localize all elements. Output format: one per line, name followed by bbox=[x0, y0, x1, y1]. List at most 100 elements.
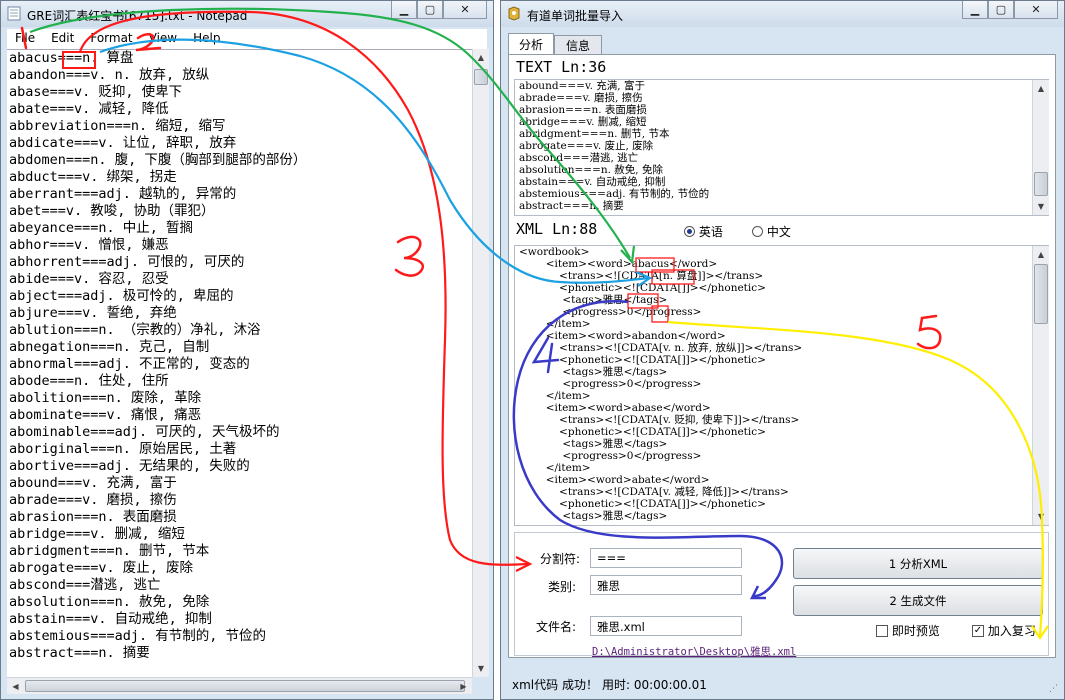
filename-field[interactable]: 雅思.xml bbox=[590, 616, 742, 636]
notepad-horizontal-scrollbar[interactable]: ◀ ▶ bbox=[7, 677, 472, 694]
text-line-count: TEXT Ln:36 bbox=[516, 58, 607, 76]
xml-line: <tags>雅思</tags> bbox=[519, 510, 668, 522]
scroll-right-icon[interactable]: ▶ bbox=[460, 681, 467, 691]
text-line: abdomen===n. 腹, 下腹（胸部到腿部的部份） bbox=[9, 152, 307, 168]
tab-analyze[interactable]: 分析 bbox=[508, 33, 554, 55]
close-button[interactable]: ✕ bbox=[1014, 1, 1058, 19]
scroll-down-icon[interactable]: ▼ bbox=[1037, 512, 1045, 521]
xml-line: </item> bbox=[519, 318, 591, 330]
checkbox-label: 即时预览 bbox=[891, 624, 940, 638]
instant-preview-checkbox[interactable]: 即时预览 bbox=[876, 622, 940, 639]
text-line: abhor===v. 憎恨, 嫌恶 bbox=[9, 237, 169, 253]
close-icon: ✕ bbox=[460, 3, 470, 16]
text-preview-scrollbar[interactable]: ▲ ▼ bbox=[1032, 80, 1049, 215]
maximize-icon: ▢ bbox=[995, 3, 1007, 16]
text-line: abduct===v. 绑架, 拐走 bbox=[9, 169, 177, 185]
tab-info[interactable]: 信息 bbox=[554, 35, 602, 55]
xml-line: <progress>0</progress> bbox=[519, 450, 702, 462]
scroll-left-icon[interactable]: ◀ bbox=[12, 681, 19, 691]
text-line: abridgment===n. 删节, 节本 bbox=[9, 543, 210, 559]
radio-label: 中文 bbox=[766, 225, 791, 239]
text-line: abdicate===v. 让位, 辞职, 放弃 bbox=[9, 135, 237, 151]
xml-line: <item><word>abase</word> bbox=[519, 402, 711, 414]
text-preview-line: abscond===潜逃, 逃亡 bbox=[519, 152, 639, 164]
xml-line: <trans><![CDATA[v. 减轻, 降低]]></trans> bbox=[519, 486, 789, 498]
output-file-path-link[interactable]: D:\Administrator\Desktop\雅思.xml bbox=[592, 646, 797, 658]
minimize-icon: ▁ bbox=[399, 3, 409, 16]
text-preview-line: absolution===n. 赦免, 免除 bbox=[519, 164, 663, 176]
xml-line: <wordbook> bbox=[519, 246, 590, 258]
menu-item-edit[interactable]: Edit bbox=[51, 31, 75, 45]
xml-line: <phonetic><![CDATA[]]></phonetic> bbox=[519, 282, 766, 294]
text-line: abject===adj. 极可怜的, 卑屈的 bbox=[9, 288, 234, 304]
text-line: abrade===v. 磨损, 擦伤 bbox=[9, 492, 177, 508]
maximize-button[interactable]: ▢ bbox=[988, 1, 1014, 19]
minimize-button[interactable]: ▁ bbox=[962, 1, 988, 19]
text-line: ablution===n. （宗教的）净礼, 沐浴 bbox=[9, 322, 261, 338]
text-line: abase===v. 贬抑, 使卑下 bbox=[9, 84, 183, 100]
separator-field[interactable]: === bbox=[590, 548, 742, 568]
category-field[interactable]: 雅思 bbox=[590, 575, 742, 595]
analyze-xml-button[interactable]: 1 分析XML bbox=[793, 548, 1043, 579]
maximize-button[interactable]: ▢ bbox=[417, 1, 443, 19]
text-line: abbreviation===n. 缩短, 缩写 bbox=[9, 118, 226, 134]
separator-label: 分割符: bbox=[539, 552, 580, 566]
xml-preview-box[interactable]: <wordbook> <item><word>abacus</word> <tr… bbox=[514, 245, 1049, 526]
close-icon: ✕ bbox=[1031, 3, 1041, 16]
notepad-title: GRE词汇表红宝书[6715].txt - Notepad bbox=[27, 9, 248, 23]
text-line: abolition===n. 废除, 革除 bbox=[9, 390, 202, 406]
radio-unselected-icon bbox=[752, 226, 763, 237]
scroll-down-icon[interactable]: ▼ bbox=[1037, 202, 1045, 211]
scroll-thumb[interactable] bbox=[1034, 172, 1048, 196]
text-line: abacus===n. 算盘 bbox=[9, 50, 134, 66]
minimize-button[interactable]: ▁ bbox=[391, 1, 417, 19]
notepad-window: GRE词汇表红宝书[6715].txt - Notepad ▁ ▢ ✕ File… bbox=[0, 0, 494, 700]
scroll-down-icon[interactable]: ▼ bbox=[477, 664, 485, 673]
youdao-titlebar[interactable]: 有道单词批量导入 ▁ ▢ ✕ bbox=[501, 1, 1064, 27]
notepad-titlebar[interactable]: GRE词汇表红宝书[6715].txt - Notepad ▁ ▢ ✕ bbox=[1, 1, 493, 27]
close-button[interactable]: ✕ bbox=[443, 1, 487, 19]
tab-label: 信息 bbox=[565, 39, 590, 53]
tab-label: 分析 bbox=[518, 38, 543, 52]
scroll-up-icon[interactable]: ▲ bbox=[1037, 250, 1045, 259]
xml-line: <progress>0</progress> bbox=[519, 306, 702, 318]
text-line: abate===v. 减轻, 降低 bbox=[9, 101, 169, 117]
menu-item-format[interactable]: Format bbox=[90, 31, 133, 45]
scroll-thumb[interactable] bbox=[474, 69, 488, 85]
text-line: abstemious===adj. 有节制的, 节俭的 bbox=[9, 628, 267, 644]
scroll-up-icon[interactable]: ▲ bbox=[1037, 84, 1045, 93]
menu-item-view[interactable]: View bbox=[148, 31, 178, 45]
scroll-thumb[interactable] bbox=[25, 680, 465, 692]
xml-line: <tags>雅思</tags> bbox=[519, 294, 668, 306]
generate-file-button[interactable]: 2 生成文件 bbox=[793, 585, 1043, 616]
xml-preview-scrollbar[interactable]: ▲ ▼ bbox=[1032, 246, 1049, 525]
text-line: abide===v. 容忍, 忍受 bbox=[9, 271, 169, 287]
status-bar: xml代码 成功！ 用时: 00:00:00.01 ⋰ bbox=[502, 670, 1062, 698]
text-line: aboriginal===n. 原始居民, 土著 bbox=[9, 441, 237, 457]
language-radio-chinese[interactable]: 中文 bbox=[752, 223, 791, 240]
checkbox-checked-icon: ✓ bbox=[972, 624, 984, 637]
add-review-checkbox[interactable]: ✓ 加入复习 bbox=[972, 622, 1036, 639]
text-preview-line: abstemious===adj. 有节制的, 节俭的 bbox=[519, 188, 710, 200]
scroll-up-icon[interactable]: ▲ bbox=[477, 53, 485, 62]
text-line: abet===v. 教唆, 协助（罪犯） bbox=[9, 203, 215, 219]
text-preview-line: abrade===v. 磨损, 擦伤 bbox=[519, 92, 643, 104]
text-line: absolution===n. 赦免, 免除 bbox=[9, 594, 210, 610]
menu-item-file[interactable]: File bbox=[15, 31, 36, 45]
text-preview-line: abridge===v. 删减, 缩短 bbox=[519, 116, 647, 128]
language-radio-english[interactable]: 英语 bbox=[684, 223, 723, 240]
xml-line: <trans><![CDATA[v. 贬抑, 使卑下]]></trans> bbox=[519, 414, 800, 426]
text-preview-line: abrasion===n. 表面磨损 bbox=[519, 104, 647, 116]
xml-line: <item><word>abate</word> bbox=[519, 474, 710, 486]
resize-grip-icon[interactable]: ⋰ bbox=[1049, 684, 1058, 694]
text-line: abominate===v. 痛恨, 痛恶 bbox=[9, 407, 202, 423]
text-line: abnormal===adj. 不正常的, 变态的 bbox=[9, 356, 250, 372]
xml-line: <item><word>abacus</word> bbox=[519, 258, 718, 270]
text-preview-line: abound===v. 充满, 富于 bbox=[519, 80, 645, 92]
scroll-thumb[interactable] bbox=[1034, 264, 1048, 324]
checkbox-unchecked-icon bbox=[876, 624, 888, 637]
menu-item-help[interactable]: Help bbox=[193, 31, 221, 45]
notepad-vertical-scrollbar[interactable]: ▲ ▼ bbox=[472, 49, 489, 677]
